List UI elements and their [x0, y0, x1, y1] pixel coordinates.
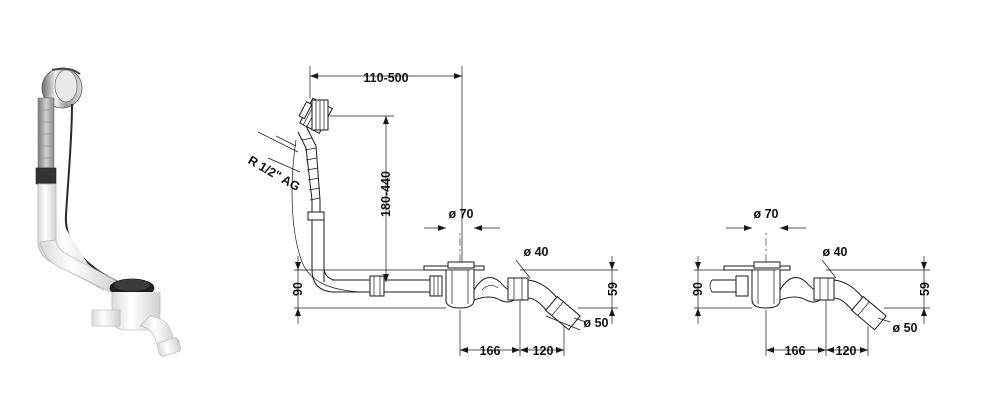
- dim-120-right: 120: [836, 344, 857, 358]
- dim-120: 120: [533, 344, 554, 358]
- main-dimension-lines: [257, 66, 618, 356]
- dim-dia-70: ø 70: [448, 207, 473, 221]
- main-drawing: [291, 97, 581, 331]
- dim-dia-70-right: ø 70: [753, 207, 778, 221]
- dimension-labels: 110-500 180-440 R 1/2" AG ø 70 ø 40 90 5…: [246, 71, 932, 358]
- right-drawing: [709, 232, 887, 331]
- dim-59-right: 59: [918, 282, 932, 296]
- dim-dia-50: ø 50: [583, 316, 608, 330]
- product-render: [35, 67, 182, 357]
- dim-dia-50-right: ø 50: [892, 321, 917, 335]
- dim-dia-40: ø 40: [523, 245, 548, 259]
- dim-166: 166: [480, 344, 501, 358]
- dim-90: 90: [291, 282, 305, 296]
- dim-dia-40-right: ø 40: [822, 245, 847, 259]
- dim-110-500: 110-500: [363, 71, 408, 85]
- dim-59: 59: [606, 282, 620, 296]
- right-dimension-lines: [694, 225, 930, 356]
- dim-180-440: 180-440: [379, 171, 393, 217]
- dim-90-right: 90: [691, 282, 705, 296]
- dim-166-right: 166: [785, 344, 806, 358]
